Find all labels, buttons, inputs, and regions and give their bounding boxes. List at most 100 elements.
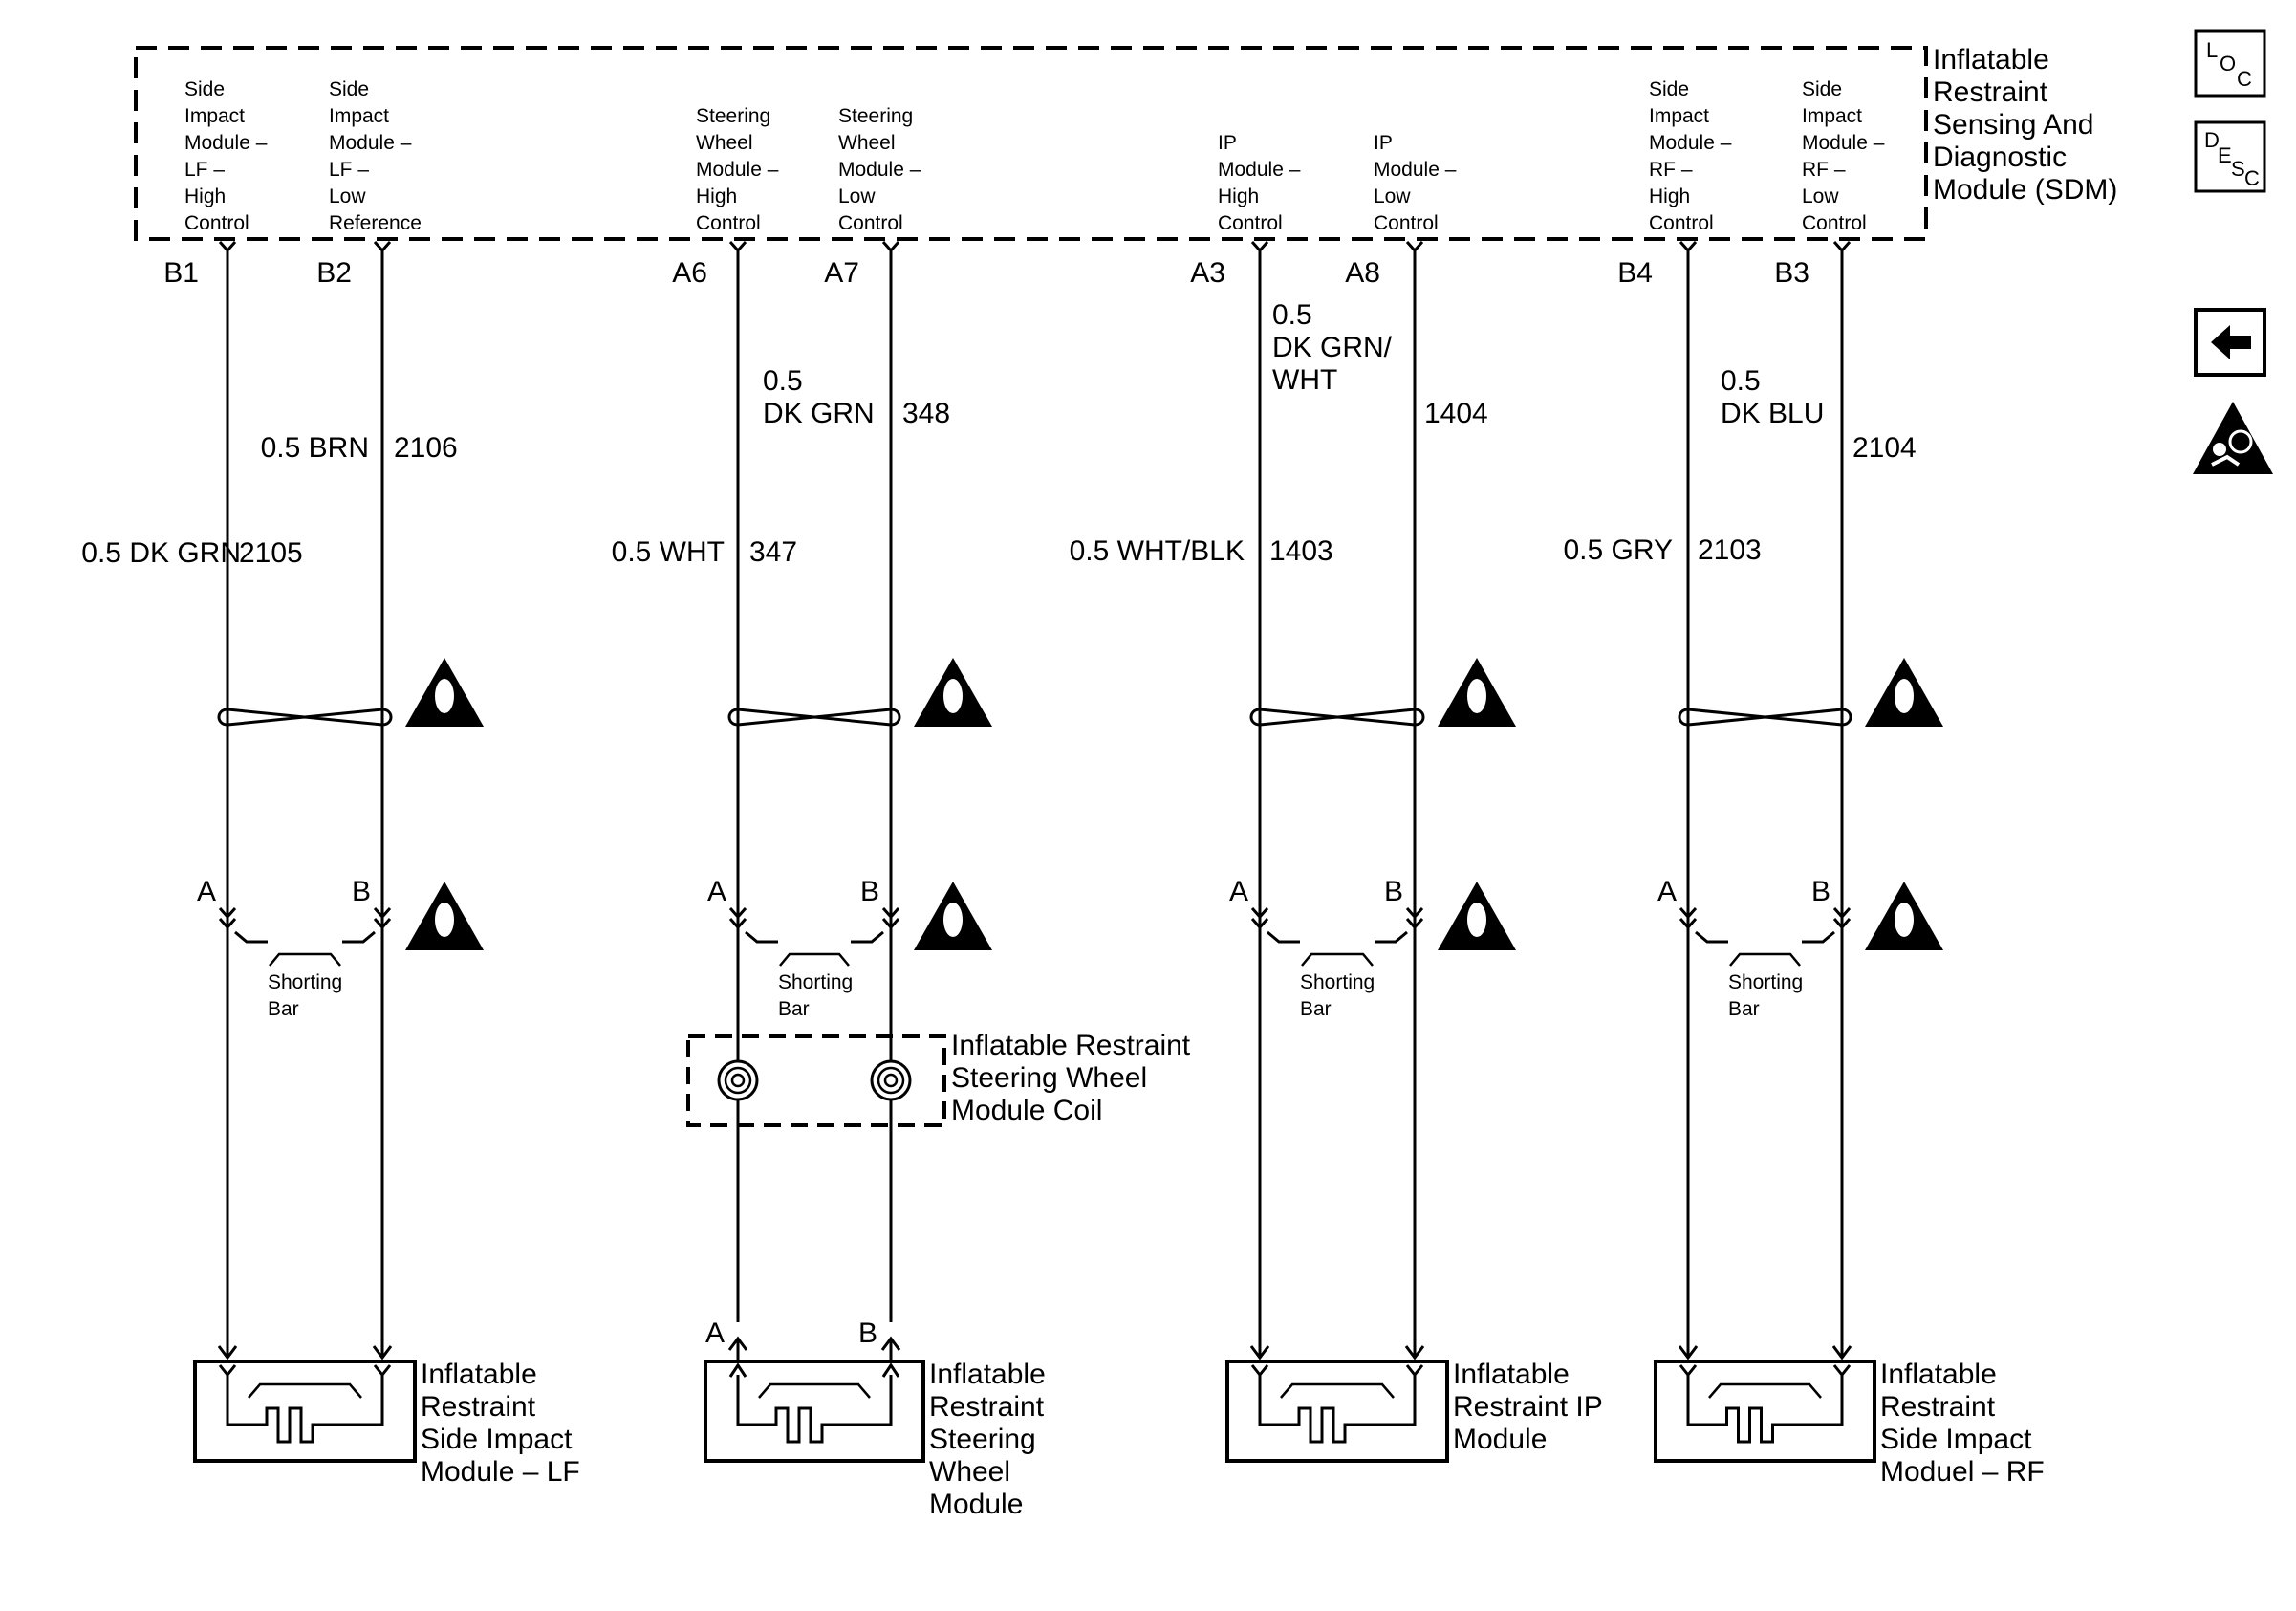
module-label-line: Moduel – RF	[1880, 1456, 2045, 1488]
wire-arrow	[1404, 1345, 1425, 1361]
sdm-pin-label-line: Control	[184, 212, 249, 234]
twisted-pair-icon	[1678, 708, 1852, 727]
sdm-pin-label-line: RF –	[1802, 159, 1846, 181]
wire	[372, 250, 393, 1361]
sdm-pin-label-line: Module –	[1802, 132, 1885, 154]
warning-mark	[943, 679, 963, 713]
sdm-title-line: Sensing And	[1933, 109, 2093, 141]
sdm-pin-label-line: LF –	[329, 159, 369, 181]
module-label-line: Inflatable	[421, 1359, 537, 1390]
warning-line	[1895, 712, 1913, 716]
airbag-bag	[2228, 429, 2253, 454]
circuit-number: 1403	[1269, 535, 1333, 567]
circuit-number: 348	[902, 398, 950, 429]
shorting-bar-tab	[745, 930, 778, 944]
shorting-bar-label: Bar	[1728, 998, 1760, 1020]
warning-icon	[1438, 658, 1516, 727]
connector-marker	[1832, 907, 1852, 920]
coil-spiral-icon	[870, 1059, 912, 1101]
shorting-bar-label: Shorting	[1300, 971, 1375, 993]
connector-marker	[373, 918, 392, 930]
wire-color: DK GRN	[763, 398, 875, 429]
sdm-pin-label-line: Steering	[696, 105, 770, 127]
connector-marker	[218, 918, 237, 930]
warning-mark	[435, 679, 454, 713]
wire	[727, 250, 748, 1384]
twist-loop	[727, 708, 901, 727]
circuit-number: 2103	[1698, 534, 1762, 566]
sdm-pin-label-line: Steering	[838, 105, 913, 127]
module-label-line: Wheel	[929, 1456, 1010, 1488]
warning-mark	[1895, 903, 1914, 937]
warning-mark	[1895, 679, 1914, 713]
sdm-pin-label-line: Module –	[1649, 132, 1732, 154]
warning-icon	[405, 882, 484, 950]
shorting-bar	[1729, 952, 1801, 967]
airbag-warning-icon	[2193, 402, 2273, 474]
airbag-head	[2213, 443, 2226, 456]
connector-marker	[1832, 918, 1852, 930]
module-box	[193, 1360, 417, 1463]
coil-ring	[883, 1073, 899, 1088]
module-label-line: Module	[929, 1489, 1023, 1520]
sdm-pin-label-line: Module –	[1374, 159, 1457, 181]
desc-letter: C	[2244, 166, 2260, 190]
sdm-pin-label-line: High	[696, 185, 737, 207]
desc-letter: D	[2204, 128, 2220, 152]
sdm-pin-id: A7	[824, 257, 859, 289]
sdm-pin-label-line: IP	[1218, 132, 1237, 154]
sdm-pin-label-line: Impact	[184, 105, 245, 127]
module-shorting-bar	[1280, 1382, 1395, 1399]
module-pin-a: A	[705, 1317, 725, 1349]
sdm-pin-id: A3	[1190, 257, 1225, 289]
sdm-pin-label-line: Module –	[838, 159, 921, 181]
coil-label-line: Inflatable Restraint	[951, 1030, 1191, 1061]
module-box	[1654, 1360, 1876, 1463]
sdm-pin-label-line: Control	[838, 212, 903, 234]
icon-frame	[2194, 29, 2266, 98]
connector-pin-a: A	[1657, 876, 1677, 907]
shorting-bar-label: Bar	[1300, 998, 1332, 1020]
wire-label: 0.5 GRY 2103	[1563, 534, 1761, 566]
sdm-pin-label-line: High	[1649, 185, 1690, 207]
connector-pin-a: A	[197, 876, 216, 907]
wire	[217, 250, 238, 1361]
sdm-pin-label-line: Wheel	[696, 132, 753, 154]
sdm-pin-label-line: LF –	[184, 159, 225, 181]
sdm-title-line: Module (SDM)	[1933, 174, 2117, 206]
sdm-pin-label-line: Low	[838, 185, 876, 207]
connector-marker	[218, 907, 237, 920]
warning-dot	[441, 939, 448, 947]
twisted-pairs	[217, 708, 1852, 727]
connector-pin-b: B	[1811, 876, 1830, 907]
wire	[1831, 250, 1852, 1361]
wires	[217, 250, 1852, 1384]
squib-element	[1686, 1375, 1844, 1444]
shorting-bar	[779, 952, 850, 967]
pin-marker	[1250, 241, 1269, 253]
sdm-pin-label-line: Side	[184, 78, 225, 100]
warnings	[405, 658, 1943, 950]
warning-mark	[1467, 679, 1486, 713]
connector-pin-b: B	[1384, 876, 1403, 907]
location-icon[interactable]: LOC	[2194, 29, 2266, 98]
sdm-pin-label-line: Control	[1374, 212, 1439, 234]
sdm-pin-label-line: Low	[1374, 185, 1411, 207]
sdm-housing	[134, 46, 1928, 241]
wire-arrow	[1831, 1345, 1852, 1361]
wire-color: 0.5 DK GRN	[81, 537, 241, 569]
warning-icon	[1438, 882, 1516, 950]
sdm-pin-label-line: Control	[1649, 212, 1714, 234]
wire-color: 0.5	[1272, 299, 1312, 331]
warning-mark	[435, 903, 454, 937]
wire-color: 0.5 GRY	[1563, 534, 1673, 566]
warning-line	[944, 712, 962, 716]
back-arrow-icon[interactable]	[2194, 308, 2266, 377]
warning-icon	[1865, 658, 1943, 727]
shorting-bar-label: Bar	[268, 998, 299, 1020]
